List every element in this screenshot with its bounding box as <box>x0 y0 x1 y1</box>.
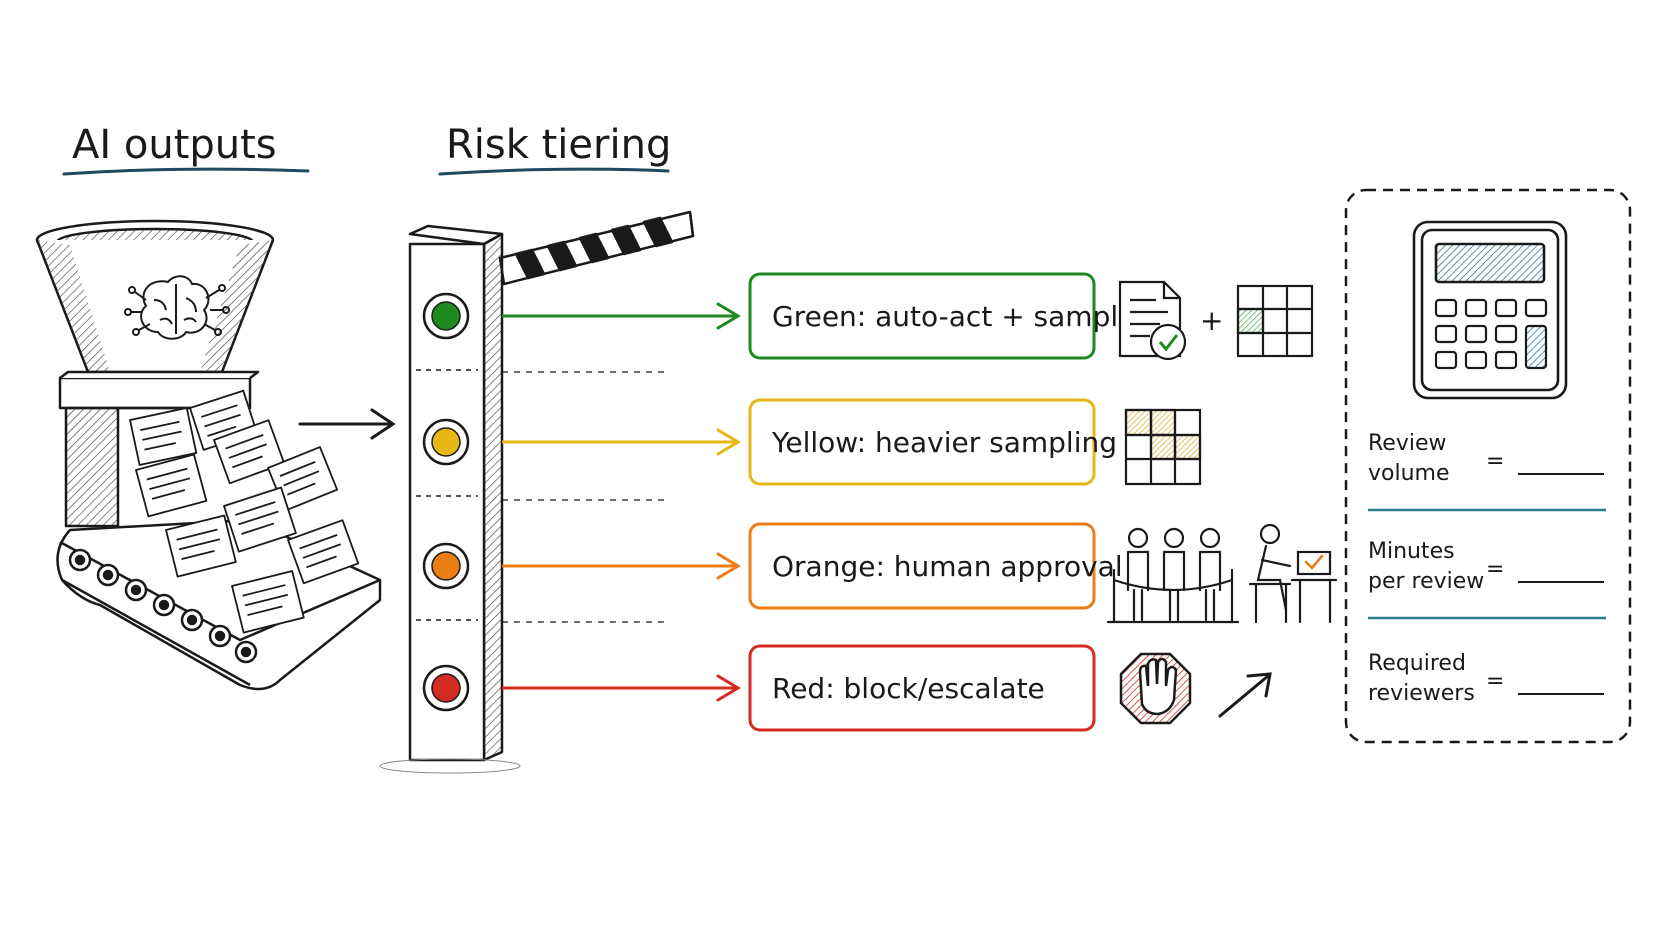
sample-grid-green-icon <box>1236 284 1314 358</box>
tier-orange-box <box>748 522 1096 610</box>
calculator-key <box>1494 324 1518 344</box>
heading-ai-outputs: AI outputs <box>72 122 277 168</box>
tier-yellow-light <box>431 427 461 457</box>
tier-orange-light <box>431 551 461 581</box>
plus-sign: + <box>1200 304 1223 337</box>
tier-yellow-label: Yellow: heavier sampling <box>771 426 1117 459</box>
calc-row-equals: = <box>1486 669 1504 694</box>
tier-orange-arrow-head <box>716 552 741 580</box>
heading-risk-tiering-underline <box>438 167 670 176</box>
calculator-key <box>1494 298 1518 318</box>
calculator-key <box>1464 350 1488 370</box>
calculator-key <box>1434 350 1458 370</box>
calculator-icon <box>1412 220 1568 400</box>
calc-row-equals: = <box>1486 449 1504 474</box>
tier-orange-label: Orange: human approval <box>772 550 1123 583</box>
calc-row-label-line2: per review <box>1368 569 1484 594</box>
calculator-key <box>1464 324 1488 344</box>
heading-risk-tiering: Risk tiering <box>446 122 671 168</box>
calculator-key <box>1524 298 1548 318</box>
escalate-arrow-icon <box>1218 672 1272 718</box>
checked-document-icon <box>1118 280 1187 361</box>
calc-row-label-line1: Required <box>1368 651 1466 676</box>
tier-yellow-arrow-head <box>716 428 741 456</box>
calc-row-equals: = <box>1486 557 1504 582</box>
calculator-key <box>1464 298 1488 318</box>
tier-red-arrow-head <box>716 674 741 702</box>
tier-red: Red: block/escalate <box>422 644 1096 732</box>
tier-green-label: Green: auto-act + sample <box>772 300 1135 333</box>
calculator-panel-border <box>1344 188 1632 744</box>
tier-green-arrow-head <box>716 302 741 330</box>
human-review-queue-icon <box>1106 523 1338 624</box>
brain-icon <box>124 275 230 340</box>
tier-orange: Orange: human approval <box>422 522 1123 610</box>
tier-yellow-box <box>748 398 1096 486</box>
stop-hand-icon <box>1119 652 1192 725</box>
input-arrow <box>298 408 396 440</box>
calculator-key <box>1434 298 1458 318</box>
tier-red-box <box>748 644 1096 732</box>
tier-green-box <box>748 272 1096 360</box>
calculator-equals-key <box>1524 324 1548 370</box>
calc-row: Review volume = <box>1368 431 1606 512</box>
calc-row-label-line2: volume <box>1368 461 1450 486</box>
calculator-key <box>1494 350 1518 370</box>
calculator-key <box>1434 324 1458 344</box>
calc-row-label-line1: Review <box>1368 431 1447 456</box>
tier-yellow: Yellow: heavier sampling <box>422 398 1117 486</box>
calc-row-label-line1: Minutes <box>1368 539 1455 564</box>
ai-output-machine-illustration <box>35 219 382 691</box>
sample-grid-yellow-icon <box>1124 408 1202 486</box>
calc-row-label-line2: reviewers <box>1368 681 1475 706</box>
tier-green: Green: auto-act + sample <box>422 272 1135 360</box>
tier-green-light <box>431 301 461 331</box>
calc-row: Required reviewers = <box>1368 651 1604 706</box>
tier-red-light <box>431 673 461 703</box>
heading-ai-outputs-underline <box>62 167 310 176</box>
calc-row: Minutes per review= <box>1368 539 1606 620</box>
tier-red-label: Red: block/escalate <box>772 672 1045 705</box>
